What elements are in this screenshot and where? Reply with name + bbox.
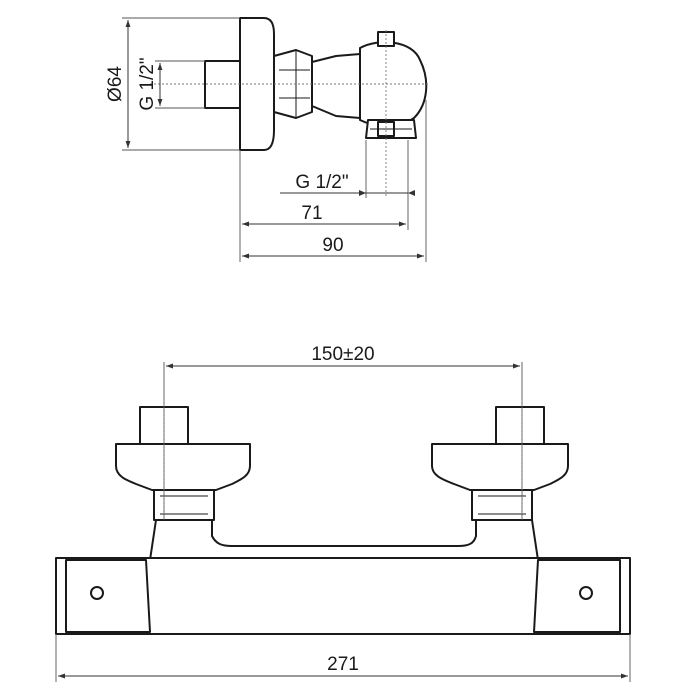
front-right-handle xyxy=(533,559,621,633)
side-body xyxy=(359,41,428,127)
front-right-inlet-stub xyxy=(495,406,545,445)
label-side-thread: G 1/2" xyxy=(137,57,158,110)
side-view: Ø64 G 1/2" G 1/2" 71 90 xyxy=(105,17,430,262)
front-right-screw-icon xyxy=(579,586,593,600)
front-view: 150±20 271 xyxy=(55,344,631,682)
label-depth-inner: 71 xyxy=(301,203,322,224)
side-wall-flange xyxy=(239,17,275,151)
front-right-flange xyxy=(431,443,569,491)
label-side-diameter: Ø64 xyxy=(105,66,126,102)
side-connector xyxy=(311,53,361,119)
front-left-screw-icon xyxy=(90,586,104,600)
label-total-length: 271 xyxy=(327,654,359,675)
front-right-nut xyxy=(471,489,533,521)
front-left-nut xyxy=(153,489,215,521)
front-bridge xyxy=(149,519,539,561)
front-left-flange xyxy=(115,443,251,491)
label-depth-total: 90 xyxy=(322,235,343,256)
label-inlet-spacing: 150±20 xyxy=(311,344,374,365)
front-left-handle xyxy=(65,559,151,633)
side-inlet-stub xyxy=(204,60,241,109)
label-outlet-thread: G 1/2" xyxy=(295,172,348,193)
